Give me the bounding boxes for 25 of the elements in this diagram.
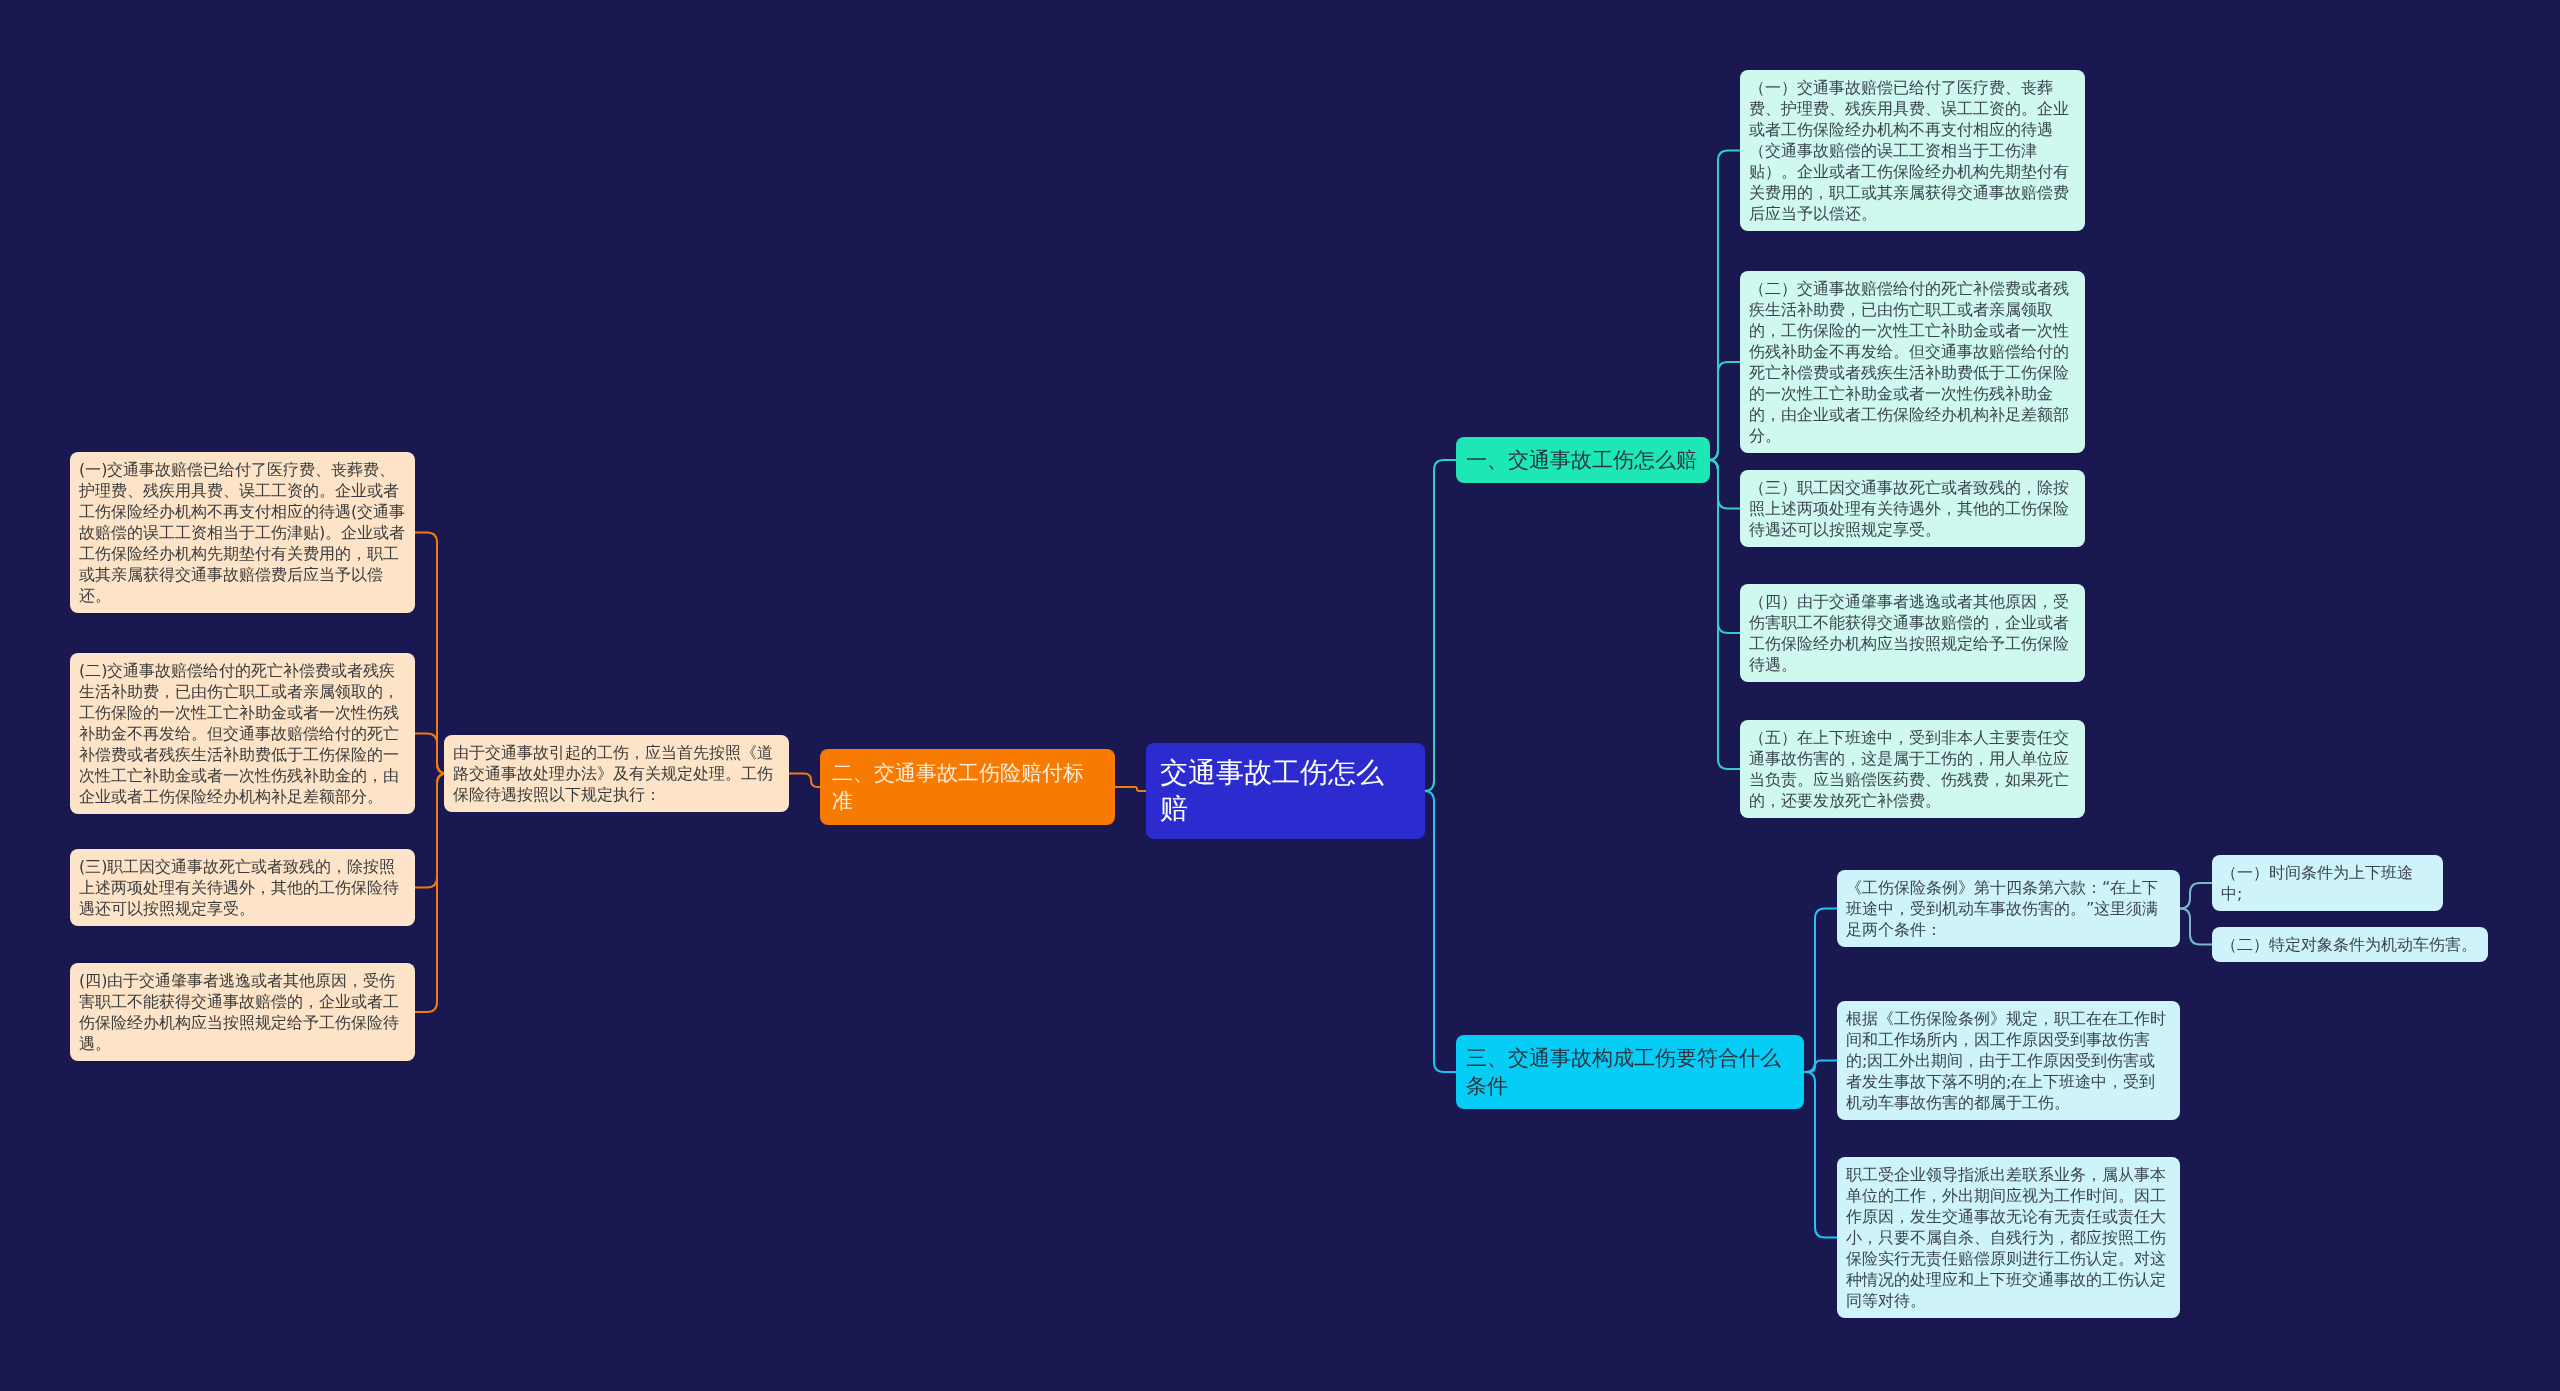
connector-line xyxy=(2179,907,2213,946)
text-box: (四)由于交通肇事者逃逸或者其他原因，受伤害职工不能获得交通事故赔偿的，企业或者工伤保险经办机构应当按照规定给予工伤保险待遇。 xyxy=(70,963,415,1061)
text-box: (三)职工因交通事故死亡或者致残的，除按照上述两项处理有关待遇外，其他的工伤保险待遇还可以按照规定享受。 xyxy=(70,849,415,926)
text-box: （一）交通事故赔偿已给付了医疗费、丧葬费、护理费、残疾用具费、误工工资的。企业或者工伤保险经办机构不再支付相应的待遇（交通事故赔偿的误工工资相当于工伤津贴）。企业或者工伤保险经办机构先期垫付有关费用的，职工或其亲属获得交通事故赔偿费后应当予以偿还。 xyxy=(1740,70,2085,231)
root-topic-box: 交通事故工伤怎么赔 xyxy=(1146,743,1425,839)
text-box: （五）在上下班途中，受到非本人主要责任交通事故伤害的，这是属于工伤的，用人单位应当负责。应当赔偿医药费、伤残费，如果死亡的，还要发放死亡补偿费。 xyxy=(1740,720,2085,818)
text-box: 由于交通事故引起的工伤，应当首先按照《道路交通事故处理办法》及有关规定处理。工伤保险待遇按照以下规定执行： xyxy=(444,735,789,812)
text-box: （二）交通事故赔偿给付的死亡补偿费或者残疾生活补助费，已由伤亡职工或者亲属领取的，工伤保险的一次性工亡补助金或者一次性伤残补助金不再发给。但交通事故赔偿给付的死亡补偿费或者残疾生活补助费低于工伤保险的一次性工亡补助金或者一次性伤残补助金的，由企业或者工伤保险经办机构补足差额部分。 xyxy=(1740,271,2085,453)
text-box: 根据《工伤保险条例》规定，职工在在工作时间和工作场所内，因工作原因受到事故伤害的;因工外出期间，由于工作原因受到伤害或者发生事故下落不明的;在上下班途中，受到机动车事故伤害的都属于工伤。 xyxy=(1837,1001,2180,1120)
text-box: （二）特定对象条件为机动车伤害。 xyxy=(2212,927,2488,962)
connector-line xyxy=(788,772,821,788)
connector-line xyxy=(2179,882,2213,910)
text-box: (二)交通事故赔偿给付的死亡补偿费或者残疾生活补助费，已由伤亡职工或者亲属领取的，工伤保险的一次性工亡补助金或者一次性伤残补助金不再发给。但交通事故赔偿给付的死亡补偿费或者残疾生活补助费低于工伤保险的一次性工亡补助金或者一次性伤残补助金的，由企业或者工伤保险经办机构补足差额部分。 xyxy=(70,653,415,814)
topic-box: 三、交通事故构成工伤要符合什么条件 xyxy=(1456,1035,1804,1109)
text-box: （四）由于交通肇事者逃逸或者其他原因，受伤害职工不能获得交通事故赔偿的，企业或者工伤保险经办机构应当按照规定给予工伤保险待遇。 xyxy=(1740,584,2085,682)
topic-box: 一、交通事故工伤怎么赔 xyxy=(1456,437,1710,483)
text-box: (一)交通事故赔偿已给付了医疗费、丧葬费、护理费、残疾用具费、误工工资的。企业或者工伤保险经办机构不再支付相应的待遇(交通事故赔偿的误工工资相当于工伤津贴)。企业或者工伤保险经办机构先期垫付有关费用的，职工或其亲属获得交通事故赔偿费后应当予以偿还。 xyxy=(70,452,415,613)
text-box: 职工受企业领导指派出差联系业务，属从事本单位的工作，外出期间应视为工作时间。因工作原因，发生交通事故无论有无责任或责任大小，只要不属自杀、自残行为，都应按照工伤保险实行无责任赔偿原则进行工伤认定。对这种情况的处理应和上下班交通事故的工伤认定同等对待。 xyxy=(1837,1157,2180,1318)
connector-line xyxy=(1114,786,1147,792)
text-box: （一）时间条件为上下班途中; xyxy=(2212,855,2443,911)
text-box: 《工伤保险条例》第十四条第六款：“在上下班途中，受到机动车事故伤害的。”这里须满足两个条件： xyxy=(1837,870,2180,947)
connector-line xyxy=(1803,1071,1838,1239)
connector-line xyxy=(1423,790,1457,1073)
text-box: （三）职工因交通事故死亡或者致残的，除按照上述两项处理有关待遇外，其他的工伤保险待遇还可以按照规定享受。 xyxy=(1740,470,2085,547)
topic-box: 二、交通事故工伤险赔付标准 xyxy=(820,749,1115,825)
